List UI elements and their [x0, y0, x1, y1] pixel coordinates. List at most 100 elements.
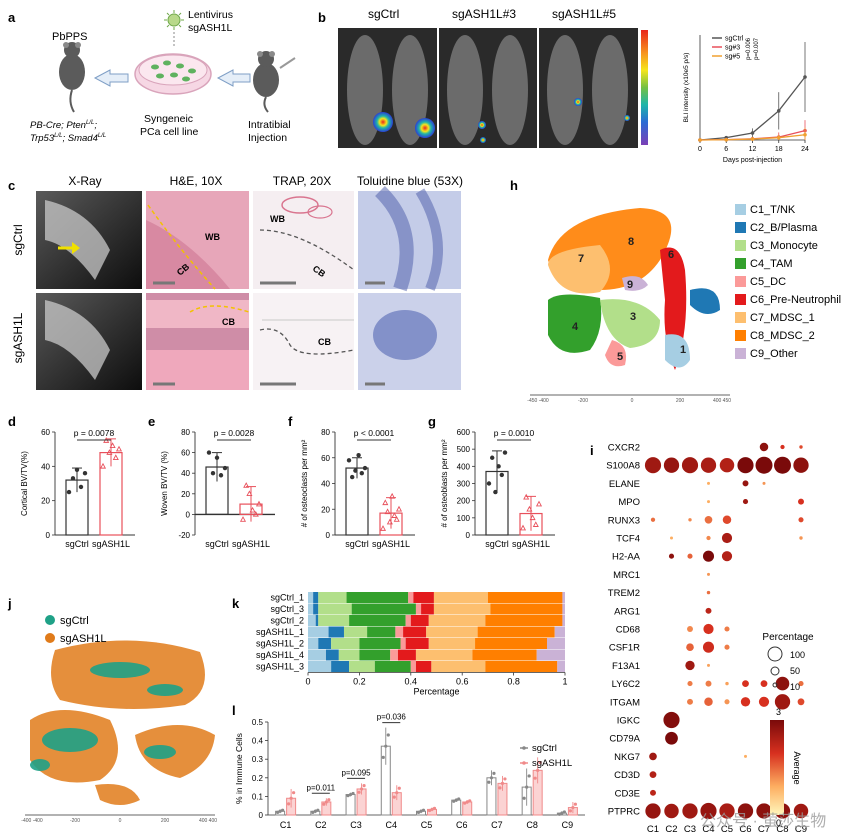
color-legend-max: 3: [776, 707, 781, 717]
virus-icon: [164, 10, 184, 48]
e-data-point: [218, 473, 224, 478]
i-dot: [688, 518, 692, 522]
h-legend-swatch: [735, 276, 746, 287]
h-legend-swatch: [735, 294, 746, 305]
i-gene-label: CD68: [616, 625, 640, 636]
j-xtick-0: -400 -400: [21, 818, 43, 824]
size-legend: 100 50 10: [767, 646, 805, 692]
percentage-legend-title: Percentage: [762, 632, 814, 643]
l-pvalue-label: p=0.095: [341, 768, 371, 777]
color-legend: 3 Average 0: [770, 707, 802, 828]
tsne-legend-h: C1_T/NKC2_B/PlasmaC3_MonocyteC4_TAMC5_DC…: [735, 204, 841, 360]
d-data-point: [112, 454, 119, 460]
bli-label-sg3: sgASH1L#3: [452, 7, 516, 21]
g-data-point: [523, 493, 530, 500]
i-dot: [707, 481, 710, 485]
i-dot: [707, 500, 710, 504]
col-title-he: H&E, 10X: [170, 174, 223, 188]
size-legend-100: 100: [790, 650, 805, 660]
h-legend-swatch: [735, 240, 746, 251]
g-y-axis-label: # of osteoblasts per mm²: [440, 439, 449, 527]
k-x-tick-label: 1: [562, 677, 567, 687]
g-y-tick-label: 400: [457, 462, 471, 471]
j-xtick-3: 200: [161, 818, 170, 824]
d-y-tick-label: 40: [41, 462, 50, 471]
e-data-point: [246, 490, 253, 497]
f-x-tick-label: sgCtrl: [345, 539, 369, 549]
k-stack-segment: [547, 638, 565, 649]
l-data-point: [527, 774, 531, 778]
e-x-tick-label: sgASH1L: [232, 539, 270, 549]
l-data-point: [416, 810, 421, 814]
i-dot: [797, 698, 805, 706]
i-dot: [704, 515, 713, 524]
d-y-tick-label: 20: [41, 497, 50, 506]
k-stack-segment: [308, 592, 314, 603]
k-stack-segment: [328, 626, 344, 638]
watermark-text: 公众号 · 萤莎生物: [700, 812, 826, 830]
g-y-tick-label: 200: [457, 497, 471, 506]
i-dot: [755, 456, 773, 474]
i-dot: [685, 660, 695, 671]
l-data-point: [533, 776, 537, 780]
e-data-point: [255, 500, 263, 507]
i-dot: [798, 517, 804, 523]
k-x-axis-label: Percentage: [413, 687, 459, 697]
k-stack-segment: [325, 649, 339, 661]
k-stack-segment: [359, 649, 391, 661]
i-dot: [724, 699, 730, 705]
d-data-point: [74, 467, 80, 472]
mouse-right-icon: [253, 51, 296, 113]
l-data-point: [468, 799, 472, 803]
e-data-point: [243, 482, 250, 488]
k-stack-segment: [331, 638, 360, 649]
k-stack-segment: [374, 661, 411, 672]
i-dot: [644, 457, 662, 474]
g-y-tick-label: 300: [457, 480, 471, 489]
h-legend-swatch: [735, 312, 746, 323]
g-x-tick-label: sgASH1L: [512, 539, 550, 549]
g-data-point: [535, 500, 543, 507]
l-data-point: [503, 777, 507, 781]
i-cluster-label: C7: [758, 824, 770, 832]
l-data-point: [351, 791, 355, 796]
l-y-tick-label: 0.1: [252, 792, 264, 801]
i-dot: [681, 457, 699, 474]
panel-label-c: c: [8, 178, 15, 193]
i-dot: [742, 680, 749, 687]
l-data-point: [463, 801, 467, 805]
e-data-point: [214, 455, 220, 460]
i-dot: [793, 457, 809, 473]
f-y-tick-label: 20: [321, 505, 330, 514]
b-point: [750, 137, 755, 141]
i-dot: [649, 771, 657, 778]
d-x-tick-label: sgASH1L: [92, 539, 130, 549]
sgash1l-label: sgASH1L: [188, 22, 233, 34]
k-stack-segment: [410, 615, 429, 626]
petri-dish-icon: [134, 53, 212, 95]
i-gene-label: CD3D: [614, 770, 640, 781]
e-data-point: [206, 450, 212, 455]
legend-marker-sgash1l: [45, 633, 55, 643]
k-stack-segment: [397, 649, 416, 661]
k-stack-segment: [490, 603, 563, 615]
h-legend-label: C9_Other: [750, 348, 798, 360]
k-stack-segment: [367, 626, 396, 638]
l-data-point: [465, 800, 469, 804]
i-dot: [798, 681, 804, 687]
l-data-point: [381, 755, 385, 759]
k-stack-segment: [557, 661, 565, 672]
l-data-point: [292, 791, 296, 795]
i-dot: [742, 499, 749, 505]
d-data-point: [78, 484, 84, 490]
panel-label-f: f: [288, 414, 293, 429]
d-data-point: [115, 445, 123, 452]
h-legend-label: C6_Pre-Neutrophil: [750, 294, 841, 306]
i-dot: [663, 457, 680, 473]
k-stack-segment: [318, 592, 347, 603]
k-stack-segment: [343, 626, 368, 638]
i-gene-label: PTPRC: [608, 807, 640, 818]
